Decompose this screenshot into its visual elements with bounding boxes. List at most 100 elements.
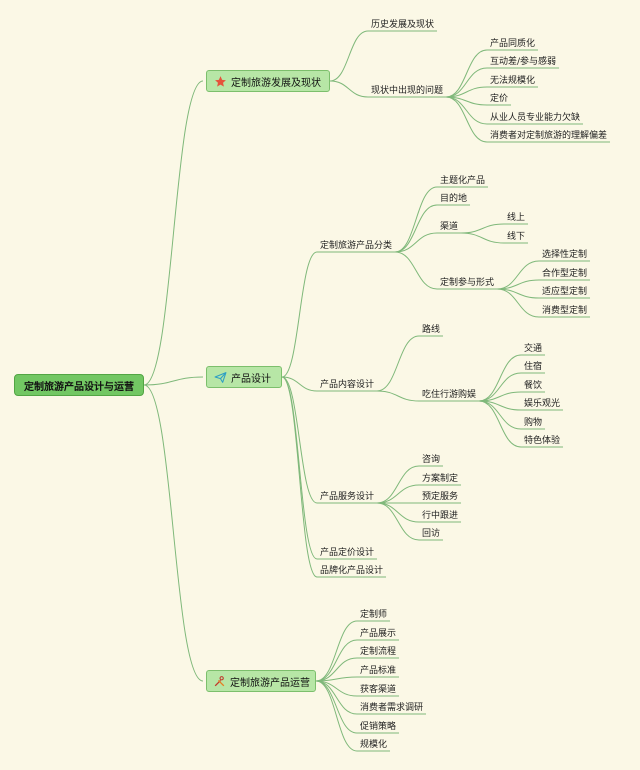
topic-channel[interactable]: 渠道 <box>440 221 458 233</box>
topic-leaf[interactable]: 合作型定制 <box>542 268 587 280</box>
connector-line <box>461 232 505 244</box>
connector-line <box>281 376 318 504</box>
topic-leaf[interactable]: 产品展示 <box>360 628 396 640</box>
topic-leaf[interactable]: 路线 <box>422 324 440 336</box>
topic-label: 特色体验 <box>524 436 561 446</box>
topic-leaf[interactable]: 从业人员专业能力欠缺 <box>490 112 580 124</box>
topic-label: 交通 <box>524 344 543 354</box>
topic-content-design[interactable]: 产品内容设计 <box>320 379 374 391</box>
connector-line <box>281 376 318 392</box>
topic-label: 从业人员专业能力欠缺 <box>490 113 581 123</box>
topic-service-design[interactable]: 产品服务设计 <box>320 491 374 503</box>
topic-leaf[interactable]: 定价 <box>490 93 508 105</box>
topic-history[interactable]: 历史发展及现状 <box>371 19 434 31</box>
topic-label: 餐饮 <box>524 381 543 391</box>
topic-leaf[interactable]: 无法规模化 <box>490 75 535 87</box>
topic-leaf[interactable]: 回访 <box>422 528 440 540</box>
branch-product-design[interactable]: 产品设计 <box>206 366 282 388</box>
connector-line <box>143 80 204 386</box>
topic-leaf[interactable]: 娱乐观光 <box>524 398 560 410</box>
connector-line <box>143 376 204 386</box>
topic-leaf[interactable]: 方案制定 <box>422 473 458 485</box>
topic-leaf[interactable]: 目的地 <box>440 193 467 205</box>
topic-label: 产品展示 <box>360 629 397 639</box>
topic-label: 促销策略 <box>360 722 397 732</box>
branch-label: 产品设计 <box>231 373 271 385</box>
topic-leaf[interactable]: 产品标准 <box>360 665 396 677</box>
connector-line <box>376 465 420 504</box>
topic-label: 规模化 <box>360 740 388 750</box>
topic-label: 定制流程 <box>360 647 397 657</box>
topic-leaf[interactable]: 餐饮 <box>524 380 542 392</box>
topic-classification[interactable]: 定制旅游产品分类 <box>320 240 392 252</box>
branch-development-status[interactable]: 定制旅游发展及现状 <box>206 70 330 92</box>
topic-leaf[interactable]: 定制流程 <box>360 646 396 658</box>
paper-plane-icon <box>213 370 227 384</box>
connector-line <box>376 335 420 392</box>
connector-line <box>377 484 420 504</box>
topic-label: 现状中出现的问题 <box>371 86 444 96</box>
topic-leaf[interactable]: 规模化 <box>360 739 387 751</box>
topic-leaf[interactable]: 产品同质化 <box>490 38 535 50</box>
topic-leaf[interactable]: 互动差/参与感弱 <box>490 56 556 68</box>
topic-leaf[interactable]: 特色体验 <box>524 435 560 447</box>
topic-leaf[interactable]: 消费者需求调研 <box>360 702 423 714</box>
topic-leaf[interactable]: 线上 <box>507 212 525 224</box>
connector-line <box>315 657 358 682</box>
branch-operations[interactable]: 定制旅游产品运营 <box>206 670 316 692</box>
topic-pricing-design[interactable]: 产品定价设计 <box>320 547 374 559</box>
topic-leaf[interactable]: 咨询 <box>422 454 440 466</box>
topic-leaf[interactable]: 线下 <box>507 231 525 243</box>
topic-participation[interactable]: 定制参与形式 <box>440 277 494 289</box>
topic-label: 住宿 <box>524 362 543 372</box>
topic-label: 无法规模化 <box>490 76 536 86</box>
connector-line <box>315 620 358 682</box>
topic-label: 产品服务设计 <box>320 492 375 502</box>
topic-label: 吃住行游购娱 <box>422 390 477 400</box>
topic-elements[interactable]: 吃住行游购娱 <box>422 389 476 401</box>
topic-label: 行中跟进 <box>422 511 459 521</box>
connector-line <box>445 67 488 98</box>
topic-label: 产品同质化 <box>490 39 536 49</box>
topic-label: 预定服务 <box>422 492 459 502</box>
tools-icon <box>213 674 226 688</box>
topic-label: 线上 <box>507 213 526 223</box>
connector-line <box>281 376 318 578</box>
connector-line <box>377 502 420 523</box>
topic-leaf[interactable]: 获客渠道 <box>360 684 396 696</box>
topic-leaf[interactable]: 选择性定制 <box>542 249 587 261</box>
topic-leaf[interactable]: 消费型定制 <box>542 305 587 317</box>
topic-leaf[interactable]: 适应型定制 <box>542 286 587 298</box>
connector-line <box>394 186 438 253</box>
topic-leaf[interactable]: 预定服务 <box>422 491 458 503</box>
connector-line <box>461 223 505 234</box>
topic-leaf[interactable]: 定制师 <box>360 609 387 621</box>
connector-line <box>445 49 488 98</box>
topic-label: 合作型定制 <box>542 269 588 279</box>
topic-leaf[interactable]: 消费者对定制旅游的理解偏差 <box>490 130 607 142</box>
branch-label: 定制旅游产品运营 <box>230 677 310 689</box>
topic-label: 线下 <box>507 232 526 242</box>
topic-current-problems[interactable]: 现状中出现的问题 <box>371 85 443 97</box>
topic-label: 历史发展及现状 <box>371 20 435 30</box>
root-topic[interactable]: 定制旅游产品设计与运营 <box>14 374 144 396</box>
topic-label: 品牌化产品设计 <box>320 566 384 576</box>
connector-line <box>329 30 369 82</box>
connector-line <box>377 390 420 402</box>
topic-label: 产品内容设计 <box>320 380 375 390</box>
topic-label: 路线 <box>422 325 441 335</box>
connector-line <box>281 251 318 378</box>
topic-leaf[interactable]: 行中跟进 <box>422 510 458 522</box>
topic-leaf[interactable]: 促销策略 <box>360 721 396 733</box>
connector-line <box>315 680 358 752</box>
connector-line <box>394 204 438 253</box>
topic-leaf[interactable]: 主题化产品 <box>440 175 485 187</box>
topic-leaf[interactable]: 购物 <box>524 417 542 429</box>
topic-leaf[interactable]: 住宿 <box>524 361 542 373</box>
connector-line <box>281 376 318 560</box>
topic-brand-design[interactable]: 品牌化产品设计 <box>320 565 383 577</box>
topic-leaf[interactable]: 交通 <box>524 343 542 355</box>
topic-label: 回访 <box>422 529 441 539</box>
